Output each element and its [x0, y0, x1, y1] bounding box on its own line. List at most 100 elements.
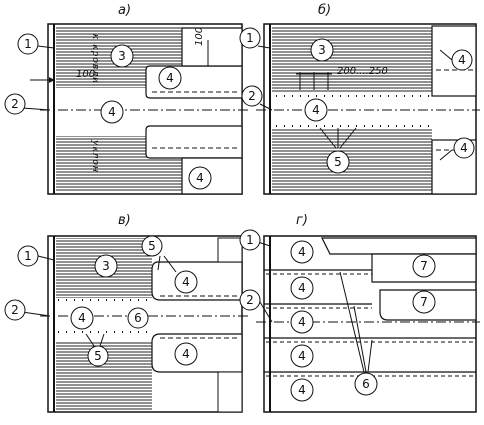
panel-b-dim: 200....250	[337, 66, 388, 77]
panel-a-leader-1	[37, 45, 55, 49]
panel-a-callout-4c: 4	[188, 166, 212, 190]
svg-text:1: 1	[24, 37, 32, 51]
panel-a-callout-1: 1	[17, 33, 39, 55]
svg-text:4: 4	[458, 53, 466, 67]
panel-b-leader-5a	[319, 127, 337, 149]
svg-text:4: 4	[108, 105, 116, 119]
panel-a-wall-top	[181, 27, 243, 67]
panel-v-callout-3: 3	[94, 254, 118, 278]
panel-a-slope-top: к кровли	[90, 34, 100, 84]
panel-a-dim-100-v: 100	[194, 27, 205, 46]
panel-v-callout-5a: 5	[141, 235, 163, 257]
panel-g-letter: г)	[296, 213, 308, 228]
svg-text:4: 4	[298, 315, 306, 329]
panel-a: а) 100 100 к кровли уклон 1 2 3 4 4	[4, 3, 250, 195]
panel-b-leader-5c	[339, 127, 357, 149]
svg-text:7: 7	[420, 259, 428, 273]
svg-text:2: 2	[11, 97, 19, 111]
panel-g-callout-7b: 7	[412, 290, 436, 314]
svg-text:4: 4	[298, 281, 306, 295]
svg-text:3: 3	[102, 259, 110, 273]
svg-text:4: 4	[298, 349, 306, 363]
panel-a-slope-bottom: уклон	[90, 139, 100, 173]
panel-b-leader-2	[259, 103, 273, 111]
svg-text:1: 1	[246, 233, 254, 247]
panel-v-wall-bottom	[217, 371, 243, 413]
panel-v-leader-5c	[85, 333, 95, 347]
panel-b-leader-4c	[439, 149, 453, 161]
panel-g-callout-7a: 7	[412, 254, 436, 278]
panel-g-leader-2	[259, 301, 273, 323]
panel-g-leader-6c	[367, 339, 373, 373]
panel-a-letter: а)	[118, 3, 131, 18]
svg-text:2: 2	[246, 293, 254, 307]
panel-g-callout-4b: 4	[290, 276, 314, 300]
panel-b-roof-bottom	[272, 128, 432, 192]
svg-text:1: 1	[246, 31, 254, 45]
panel-b-callout-4b: 4	[304, 98, 328, 122]
panel-g-frame	[263, 235, 477, 413]
panel-a-dim-100-h: 100	[76, 69, 95, 80]
svg-text:7: 7	[420, 295, 428, 309]
panel-g-callout-6: 6	[354, 372, 378, 396]
panel-v-callout-2: 2	[4, 299, 26, 321]
panel-a-callout-4b: 4	[100, 100, 124, 124]
svg-text:5: 5	[94, 349, 102, 363]
svg-text:4: 4	[312, 103, 320, 117]
panel-b-callout-3: 3	[310, 38, 334, 62]
svg-text:4: 4	[196, 171, 204, 185]
panel-b-callout-1: 1	[239, 27, 261, 49]
panel-b-leader-4a	[439, 49, 453, 61]
panel-b-letter: б)	[318, 3, 331, 18]
panel-v-callout-5b: 5	[87, 345, 109, 367]
panel-a-callout-3: 3	[110, 44, 134, 68]
panel-a-frame	[47, 23, 243, 195]
panel-g: г) 1 2 4 4 4 4 4 7 7 6	[239, 213, 480, 413]
panel-g-leader-6b	[353, 305, 367, 373]
panel-v-leader-1	[37, 255, 55, 261]
panel-g-callout-2: 2	[239, 289, 261, 311]
svg-text:5: 5	[334, 155, 342, 169]
panel-g-leader-6a	[339, 271, 365, 373]
panel-v: в) 1 2 3 4 4 4 5 5 6	[4, 213, 250, 413]
svg-text:4: 4	[182, 347, 190, 361]
panel-a-callout-2: 2	[4, 93, 26, 115]
svg-text:4: 4	[298, 383, 306, 397]
svg-text:1: 1	[24, 249, 32, 263]
svg-text:4: 4	[166, 71, 174, 85]
panel-v-wall-top	[217, 237, 243, 263]
svg-text:2: 2	[11, 303, 19, 317]
panel-b-callout-5: 5	[326, 150, 350, 174]
panel-g-top-edge	[321, 237, 477, 255]
svg-text:3: 3	[118, 49, 126, 63]
svg-text:4: 4	[78, 311, 86, 325]
svg-text:6: 6	[362, 377, 370, 391]
panel-v-callout-4c: 4	[174, 342, 198, 366]
svg-text:4: 4	[298, 245, 306, 259]
panel-b-callout-4a: 4	[451, 49, 473, 71]
panel-g-callout-4e: 4	[290, 378, 314, 402]
panel-g-callout-4c: 4	[290, 310, 314, 334]
panel-v-leader-2	[21, 311, 51, 317]
panel-v-letter: в)	[118, 213, 131, 228]
svg-text:5: 5	[148, 239, 156, 253]
svg-text:2: 2	[248, 89, 256, 103]
panel-b-frame	[263, 23, 477, 195]
panel-g-callout-4d: 4	[290, 344, 314, 368]
panel-a-callout-4a: 4	[158, 66, 182, 90]
svg-text:4: 4	[182, 275, 190, 289]
panel-a-leader-2	[21, 107, 51, 111]
panel-v-leader-5a	[157, 255, 161, 271]
panel-b-leader-1	[257, 45, 271, 49]
panel-v-callout-1: 1	[17, 245, 39, 267]
panel-v-leader-5b	[163, 255, 177, 273]
panel-b: б) 200....250 1 2 3 4 4 4 5	[239, 3, 480, 195]
svg-text:6: 6	[134, 311, 142, 325]
panel-b-roof-top	[272, 26, 432, 92]
panel-g-callout-1: 1	[239, 229, 261, 251]
panel-v-leader-5d	[99, 333, 105, 347]
svg-text:3: 3	[318, 43, 326, 57]
panel-v-frame	[47, 235, 243, 413]
